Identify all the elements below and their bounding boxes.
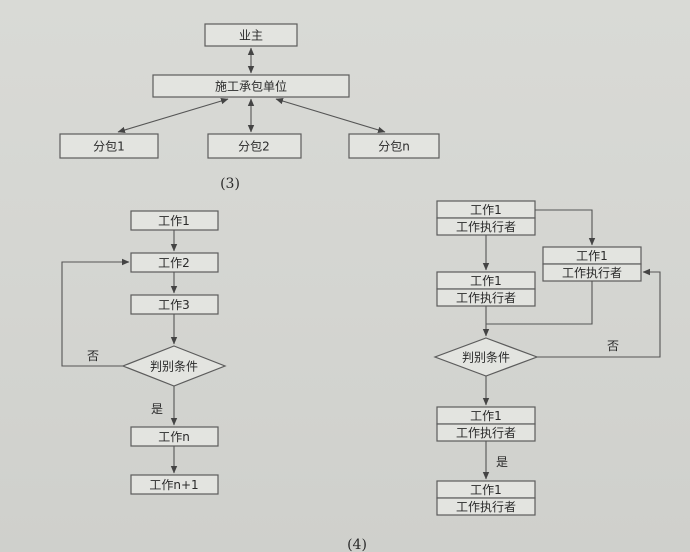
task-a-to-task-b-arrow [535, 209, 596, 246]
right-no-loop-arrow [537, 268, 661, 358]
left-decision-label: 判别条件 [150, 360, 198, 374]
work2-label: 工作2 [158, 256, 190, 270]
work1-label: 工作1 [158, 214, 190, 228]
right-yes-label: 是 [496, 455, 508, 469]
task-e-work-label: 工作1 [470, 483, 502, 497]
figure-3: 业主 施工承包单位 分包1 分包2 分包n (3) [59, 23, 440, 192]
right-no-label: 否 [607, 339, 619, 353]
contractor-sub1-connector [117, 97, 229, 134]
figure-4-caption: (4) [347, 537, 367, 552]
task-e-executor-label: 工作执行者 [456, 500, 516, 514]
task-c-executor-label: 工作执行者 [456, 291, 516, 305]
work3-label: 工作3 [158, 298, 190, 312]
right-decision-label: 判别条件 [462, 351, 510, 365]
subn-label: 分包n [378, 140, 410, 154]
figure-3-caption: (3) [220, 176, 240, 192]
task-a-executor-label: 工作执行者 [456, 220, 516, 234]
task-e-executor-cell [436, 497, 536, 516]
left-no-label: 否 [87, 349, 99, 363]
task-b-merge-line [486, 281, 593, 325]
figure-4-right-flow: 工作1 工作执行者 工作1 工作执行者 工作1 工作执行者 判别条件 否 工作1… [433, 200, 661, 516]
task-b-executor-label: 工作执行者 [562, 266, 622, 280]
task-c-work-label: 工作1 [470, 274, 502, 288]
owner-label: 业主 [239, 29, 263, 43]
owner-box [204, 23, 298, 47]
task-b-work-label: 工作1 [576, 249, 608, 263]
workn-label: 工作n [158, 430, 190, 444]
contractor-subn-connector [275, 97, 386, 134]
left-no-loop-arrow [61, 258, 130, 367]
sub1-box [59, 133, 159, 159]
left-yes-label: 是 [151, 402, 163, 416]
subn-box [348, 133, 440, 159]
figure-4-left-flow: 工作1 工作2 工作3 判别条件 否 是 工作n 工作n+1 [61, 210, 227, 495]
workn1-label: 工作n+1 [149, 478, 198, 492]
contractor-label: 施工承包单位 [215, 79, 287, 94]
sub2-label: 分包2 [238, 140, 270, 154]
task-a-work-label: 工作1 [470, 203, 502, 217]
sub2-box [207, 133, 302, 159]
task-d-work-label: 工作1 [470, 409, 502, 423]
workn1-box [130, 474, 219, 495]
contractor-box [152, 74, 350, 98]
task-d-executor-label: 工作执行者 [456, 426, 516, 440]
sub1-label: 分包1 [93, 140, 125, 154]
